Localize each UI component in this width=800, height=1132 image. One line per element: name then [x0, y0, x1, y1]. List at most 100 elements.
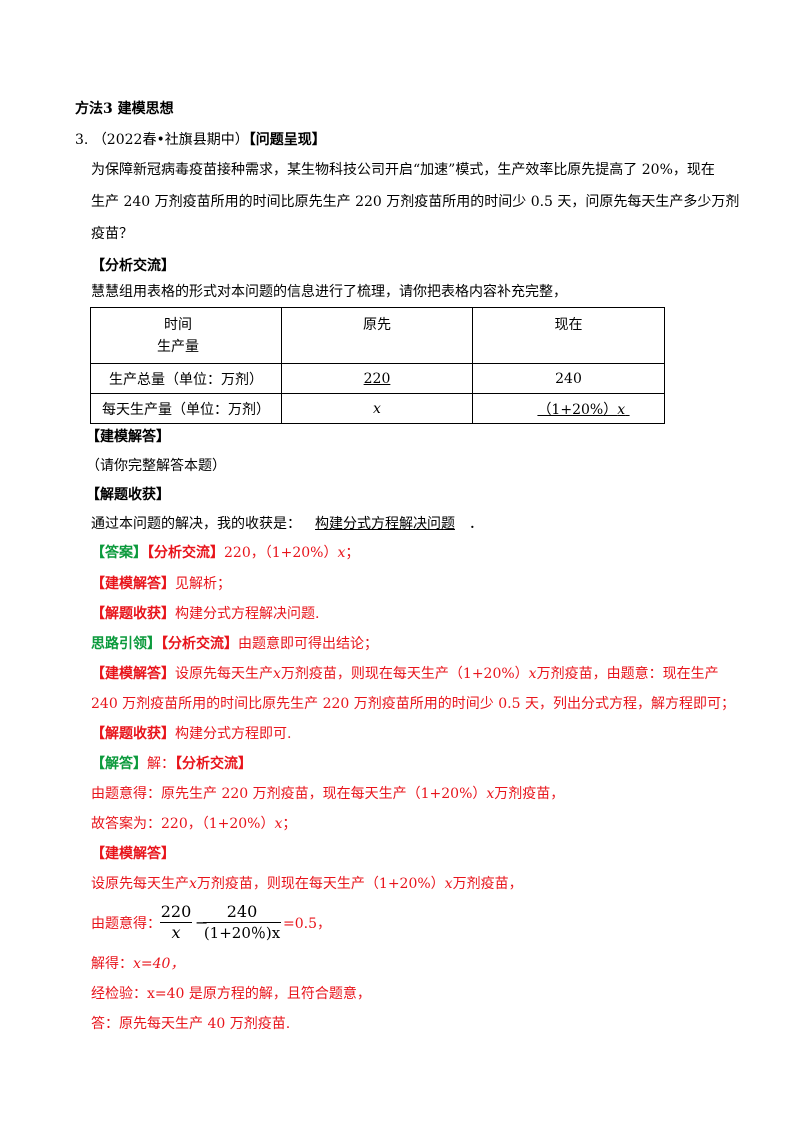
problem-tag: 【问题呈现】: [248, 132, 326, 148]
solution-line-8: 经检验：x=40 是原方程的解，且符合题意，: [91, 984, 371, 1004]
solution-s1b: 万剂疫苗，: [494, 786, 565, 802]
row1-label: 生产总量（单位：万剂）: [90, 363, 282, 394]
solution-model-tag: 【建模解答】: [91, 846, 175, 862]
answer-line-3: 【解题收获】构建分式方程解决问题.: [91, 604, 319, 624]
problem-header: 3. （2022春•社旗县期中）【问题呈现】: [75, 130, 326, 150]
problem-source: （2022春•社旗县期中）: [92, 132, 249, 148]
equation-prefix: 由题意得：: [91, 916, 161, 932]
model-tag: 【建模解答】: [86, 429, 170, 445]
var-x: x: [274, 816, 283, 832]
guide-line-1: 思路引领】【分析交流】由题意即可得出结论；: [91, 634, 378, 654]
solution-s2: 故答案为：220，（1+20%）: [91, 816, 275, 832]
equation-minus: −: [195, 913, 209, 932]
guide-model-text-b: 万剂疫苗，则现在每天生产（1+20%）: [280, 666, 529, 682]
section-heading: 方法3 建模思想: [75, 101, 174, 117]
guide-model-text-a: 设原先每天生产: [175, 666, 273, 682]
solution-analysis-tag: 【分析交流】: [175, 756, 252, 772]
corner-top-label: 时间: [164, 316, 192, 333]
var-x: x: [528, 666, 537, 682]
var-x: x: [444, 876, 453, 892]
fraction-1-denominator: x: [171, 923, 181, 942]
equation-rhs: =0.5，: [283, 916, 331, 932]
guide-line-2: 【建模解答】设原先每天生产x万剂疫苗，则现在每天生产（1+20%）x万剂疫苗，由…: [91, 664, 719, 684]
row2-label: 每天生产量（单位：万剂）: [90, 393, 282, 424]
fraction-1-bar: [160, 922, 192, 923]
guide-analysis-tag: 【分析交流】: [161, 636, 238, 652]
row2-now-value: （1+20%）x: [507, 402, 629, 418]
harvest-end: ．: [469, 516, 483, 532]
fraction-2: 240 (1+20％)x: [203, 902, 281, 943]
solution-line-9: 答：原先每天生产 40 万剂疫苗.: [91, 1016, 291, 1032]
guide-line-3: 240 万剂疫苗所用的时间比原先生产 220 万剂疫苗所用的时间少 0.5 天，…: [91, 696, 735, 712]
col-header-now: 现在: [472, 307, 665, 364]
solution-s1: 由题意得：原先生产 220 万剂疫苗，现在每天生产（1+20%）: [91, 786, 487, 802]
answer-model-tag: 【建模解答】: [91, 576, 175, 592]
row2-original: x: [281, 393, 473, 424]
row1-now: 240: [472, 363, 665, 394]
model-note: （请你完整解答本题）: [86, 458, 226, 474]
guide-harvest-text: 构建分式方程即可.: [175, 726, 292, 742]
problem-line-1: 为保障新冠病毒疫苗接种需求，某生物科技公司开启“加速”模式，生产效率比原先提高了…: [91, 162, 715, 178]
solution-line-1: 【解答】解：【分析交流】: [91, 754, 252, 774]
fraction-2-numerator: 240: [226, 902, 258, 921]
var-x: x: [273, 666, 281, 682]
problem-line-2: 生产 240 万剂疫苗所用的时间比原先生产 220 万剂疫苗所用的时间少 0.5…: [91, 194, 740, 210]
solution-line-3: 故答案为：220，（1+20%）x；: [91, 814, 296, 834]
solution-s3c: 万剂疫苗，: [452, 876, 523, 892]
answer-end: ；: [345, 545, 360, 561]
col-header-original: 原先: [281, 307, 473, 364]
table-corner-cell: 时间 生产量: [90, 307, 282, 364]
guide-model-tag: 【建模解答】: [91, 666, 175, 682]
answer-line-2: 【建模解答】见解析；: [91, 574, 231, 594]
solution-s2b: ；: [282, 816, 297, 832]
answer-harvest-tag: 【解题收获】: [91, 606, 175, 622]
guide-line-4: 【解题收获】构建分式方程即可.: [91, 724, 291, 744]
solution-s3b: 万剂疫苗，则现在每天生产（1+20%）: [196, 876, 445, 892]
row2-now-coef: （1+20%）: [537, 401, 618, 418]
guide-model-text-c: 万剂疫苗，由题意：现在生产: [536, 666, 719, 682]
answer-model-text: 见解析；: [175, 576, 231, 592]
fraction-2-denominator: (1+20％)x: [203, 924, 281, 942]
table-header-row: 时间 生产量 原先 现在: [90, 307, 665, 364]
harvest-prefix: 通过本问题的解决，我的收获是：: [91, 516, 301, 532]
answer-harvest-text: 构建分式方程解决问题.: [175, 606, 320, 622]
info-table: 时间 生产量 原先 现在 生产总量（单位：万剂） 220 240 每天生产量（单…: [90, 307, 665, 424]
fraction-1-numerator: 220: [160, 902, 192, 921]
problem-number: 3.: [75, 132, 89, 148]
fraction-2-bar: [203, 922, 281, 923]
solution-line-2: 由题意得：原先生产 220 万剂疫苗，现在每天生产（1+20%）x万剂疫苗，: [91, 784, 564, 804]
harvest-line: 通过本问题的解决，我的收获是： 构建分式方程解决问题 ．: [91, 514, 483, 534]
harvest-answer: 构建分式方程解决问题: [315, 516, 455, 532]
solution-s3a: 设原先每天生产: [91, 876, 189, 892]
fraction-1: 220 x: [160, 902, 192, 943]
guide-analysis-text: 由题意即可得出结论；: [238, 636, 378, 652]
var-x: x: [189, 876, 197, 892]
row1-original: 220: [281, 363, 473, 394]
solution-s5a: 经检验：: [91, 986, 147, 1002]
problem-line-3: 疫苗？: [91, 226, 133, 242]
solution-s4b: x=40，: [133, 956, 185, 972]
analysis-tag: 【分析交流】: [91, 258, 175, 274]
analysis-text: 慧慧组用表格的形式对本问题的信息进行了梳理，请你把表格内容补充完整，: [91, 284, 567, 300]
row1-original-value: 220: [363, 370, 391, 387]
solution-text: 解：: [147, 756, 175, 772]
answer-analysis-tag: 【分析交流】: [147, 545, 224, 561]
guide-harvest-tag: 【解题收获】: [91, 726, 175, 742]
solution-line-7: 解得：x=40，: [91, 954, 184, 974]
row2-now-var: x: [617, 401, 626, 418]
answer-analysis-text: 220，（1+20%）: [224, 545, 338, 561]
row2-now: （1+20%）x: [472, 393, 665, 424]
solution-line-5: 设原先每天生产x万剂疫苗，则现在每天生产（1+20%）x万剂疫苗，: [91, 874, 523, 894]
answer-var: x: [337, 545, 346, 561]
table-row: 每天生产量（单位：万剂） x （1+20%）x: [90, 393, 665, 424]
solution-tag: 【解答】: [91, 756, 147, 772]
answer-line-1: 【答案】【分析交流】220，（1+20%）x；: [91, 543, 359, 563]
harvest-tag: 【解题收获】: [86, 487, 170, 503]
var-x: x: [486, 786, 495, 802]
solution-s4a: 解得：: [91, 956, 133, 972]
answer-tag: 【答案】: [91, 545, 147, 561]
table-row: 生产总量（单位：万剂） 220 240: [90, 363, 665, 394]
corner-bottom-label: 生产量: [157, 338, 199, 355]
guide-tag: 思路引领】: [91, 636, 161, 652]
solution-s5b: x=40 是原方程的解，且符合题意，: [147, 986, 371, 1002]
